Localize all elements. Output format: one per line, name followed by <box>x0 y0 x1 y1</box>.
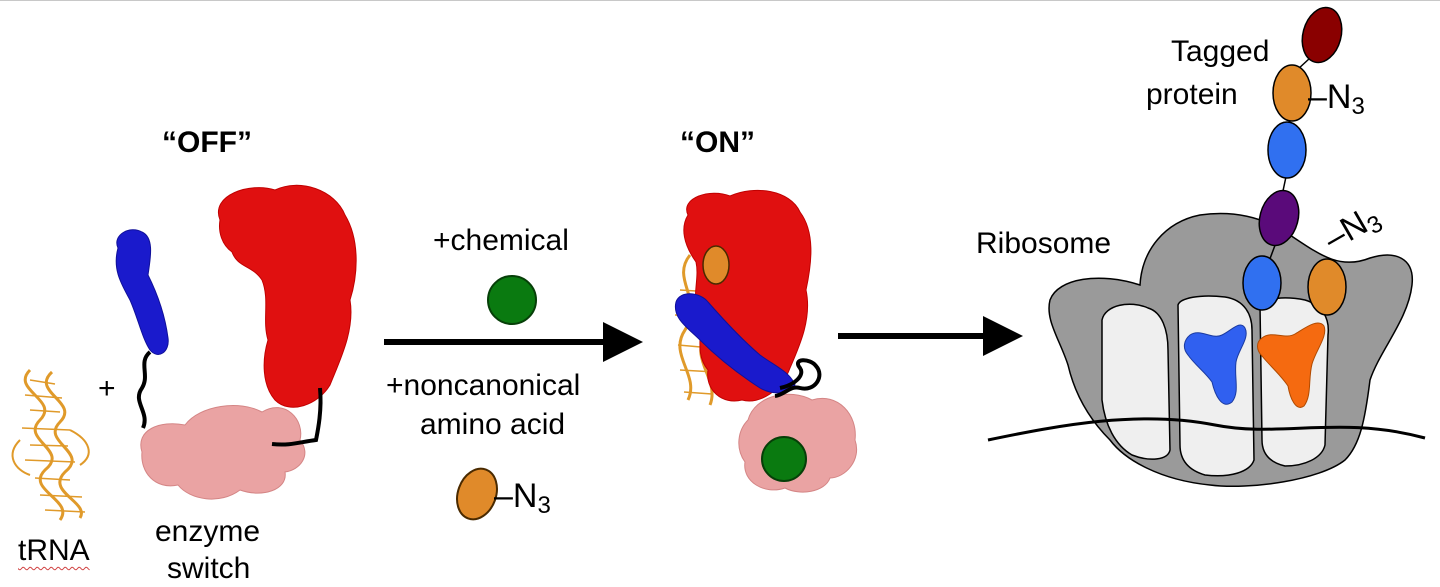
off-peptide <box>115 229 169 355</box>
off-enzyme-base <box>140 405 306 500</box>
chain-residue-darkred <box>1301 6 1343 64</box>
tagged-protein-chain <box>1242 6 1347 316</box>
off-state-label: “OFF” <box>162 126 252 159</box>
chemical-circle <box>487 275 537 325</box>
arrow-activation <box>384 322 643 362</box>
tagged-protein-label-line1: Tagged <box>1171 35 1270 68</box>
mrna-strand <box>987 417 1426 442</box>
top-border <box>0 0 1440 1</box>
tagged-protein-label-line2: protein <box>1146 78 1238 111</box>
on-peptide <box>674 293 796 394</box>
plus-chemical-label: +chemical <box>433 224 569 257</box>
off-enzyme-domain <box>217 184 357 408</box>
ribosome-trna-orange <box>1257 322 1326 408</box>
chain-residue-azide <box>1272 64 1312 122</box>
chain-residue-blue-top <box>1267 121 1307 179</box>
off-linker-2 <box>271 387 323 447</box>
azide-label-middle: –N3 <box>494 477 551 519</box>
enzyme-switch-label-line1: enzyme <box>155 515 261 548</box>
chain-residue-purple <box>1258 189 1300 247</box>
enzyme-switch-label-line2: switch <box>167 552 251 585</box>
on-chemical-bound <box>761 436 807 482</box>
noncanonical-label-line1: +noncanonical <box>386 369 581 402</box>
arrow-translation <box>838 316 1023 356</box>
trna-structure <box>11 368 90 521</box>
noncanonical-aa-ellipse <box>456 467 498 521</box>
ribosome-trna-blue <box>1183 324 1247 405</box>
on-state-label: “ON” <box>680 126 755 159</box>
chain-residue-blue-bottom <box>1242 255 1282 311</box>
plus-sign: + <box>98 372 116 405</box>
incoming-aa-ellipse <box>1307 258 1347 316</box>
noncanonical-label-line2: amino acid <box>420 408 566 441</box>
on-aa-bound <box>702 245 730 285</box>
trna-label: tRNA <box>18 534 90 567</box>
off-linker-1 <box>136 350 152 429</box>
on-linker <box>774 358 822 398</box>
ribosome-label: Ribosome <box>976 227 1112 260</box>
azide-label-chain: –N3 <box>1308 78 1365 120</box>
